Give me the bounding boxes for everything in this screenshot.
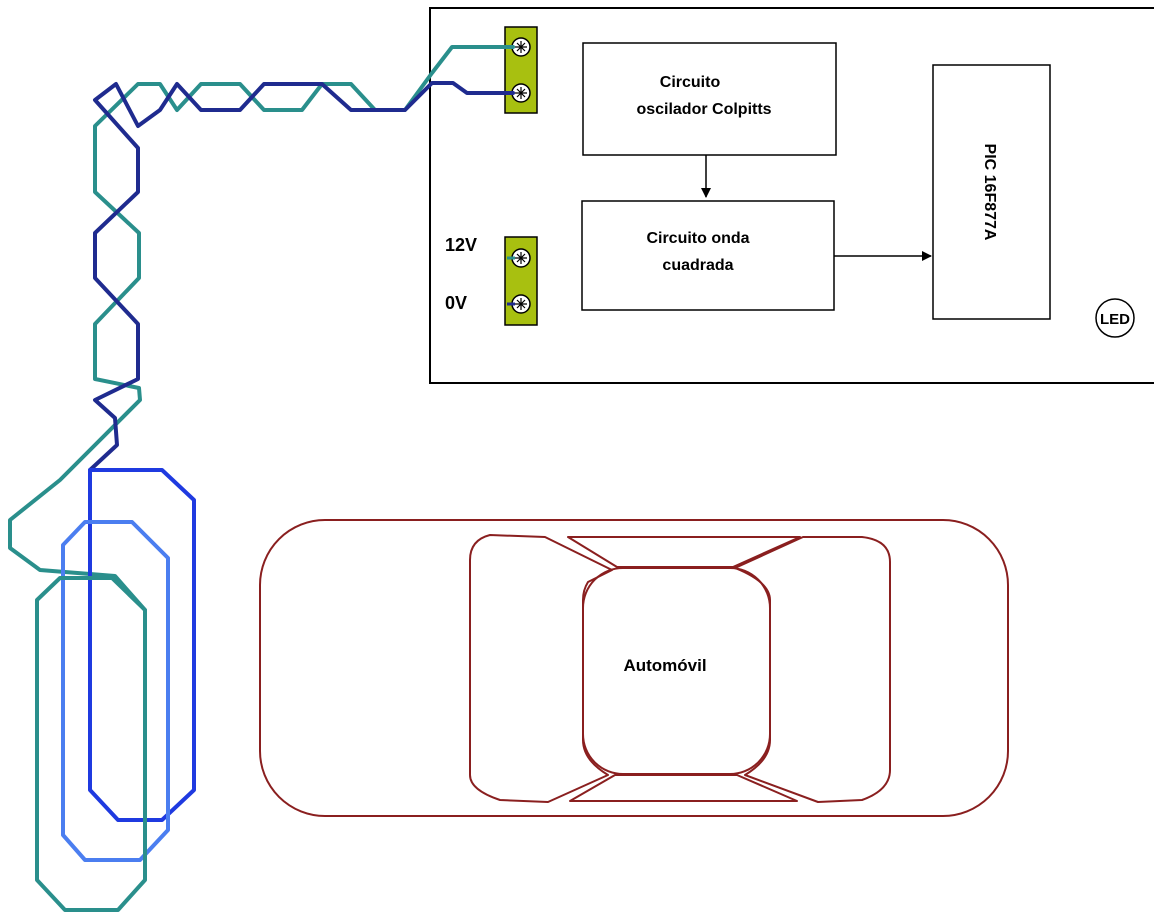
control-box <box>429 7 1154 384</box>
twisted-wire-navy <box>88 81 515 537</box>
terminal-0v-label: 0V <box>445 293 467 313</box>
loop-coil-blue <box>88 468 196 822</box>
square-label-line1: Circuito onda <box>646 230 749 247</box>
car-outline <box>259 519 1009 817</box>
colpitts-label-line2: oscilador Colpitts <box>636 101 771 118</box>
led-indicator <box>1095 298 1135 338</box>
pic-label: PIC 16F877A <box>981 144 998 241</box>
colpitts-oscillator-block <box>582 42 837 156</box>
square-label-line2: cuadrada <box>662 257 733 274</box>
terminal-12v-label: 12V <box>445 235 477 255</box>
loop-coil-teal <box>35 576 147 912</box>
pic-block <box>932 64 1051 320</box>
car-windshield <box>567 536 801 568</box>
power-terminal-block <box>504 236 538 326</box>
car-cabin-frame <box>469 534 613 803</box>
car-body <box>259 519 1009 817</box>
car-label: Automóvil <box>623 656 706 675</box>
colpitts-label-line1: Circuito <box>660 74 721 91</box>
twisted-pair-cable <box>8 45 515 697</box>
led-label: LED <box>1100 311 1130 328</box>
loop-coil-light-blue <box>61 520 170 862</box>
twisted-wire-teal <box>8 45 515 697</box>
loop-terminal-block <box>504 26 538 114</box>
car-rear-window <box>569 774 798 802</box>
square-wave-block <box>581 200 835 311</box>
